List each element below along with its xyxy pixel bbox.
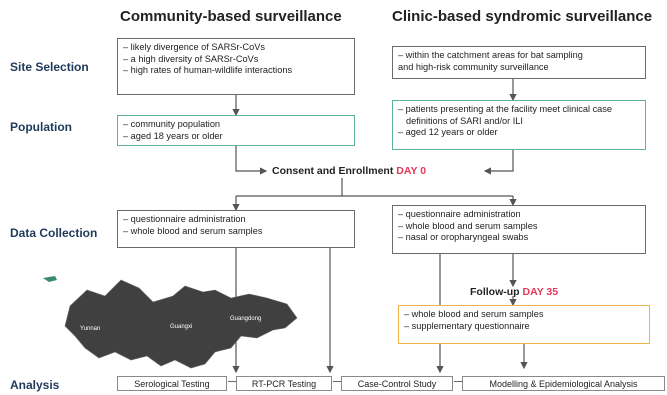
consent-day: DAY 0 (396, 165, 427, 177)
community-site-box: – likely divergence of SARSr-CoVs – a hi… (117, 38, 355, 95)
analysis-divider (333, 381, 341, 382)
analysis-case-control-study: Case-Control Study (341, 376, 453, 391)
followup-day: DAY 35 (522, 286, 559, 298)
list-item: – likely divergence of SARSr-CoVs (123, 42, 265, 52)
clinic-site-box: – within the catchment areas for bat sam… (392, 46, 646, 79)
consent-enrollment-label: Consent and Enrollment DAY 0 (272, 165, 426, 177)
list-item: – whole blood and serum samples (404, 309, 544, 319)
row-label-data-collection: Data Collection (10, 226, 98, 240)
region-map: Yunnan Guangxi Guangdong (43, 276, 298, 369)
clinic-population-box: – patients presenting at the facility me… (392, 100, 646, 150)
list-item: – whole blood and serum samples (398, 220, 538, 231)
list-item: – questionnaire administration (398, 209, 521, 219)
list-item: – a high diversity of SARSr-CoVs (123, 53, 259, 64)
analysis-divider (228, 381, 236, 382)
list-item: – aged 18 years or older (123, 130, 223, 141)
list-item: and high-risk community surveillance (398, 61, 549, 72)
list-item: – high rates of human-wildlife interacti… (123, 65, 293, 75)
analysis-rt-pcr-testing: RT-PCR Testing (236, 376, 332, 391)
community-column-title: Community-based surveillance (120, 8, 342, 25)
clinic-collection-box: – questionnaire administration – whole b… (392, 205, 646, 254)
analysis-divider (454, 381, 462, 382)
clinic-column-title: Clinic-based syndromic surveillance (392, 8, 653, 25)
followup-box: – whole blood and serum samples – supple… (398, 305, 650, 344)
map-label-guangxi: Guangxi (170, 324, 192, 330)
list-item: – patients presenting at the facility me… (398, 104, 612, 126)
row-label-site-selection: Site Selection (10, 60, 89, 74)
list-item: – supplementary questionnaire (404, 320, 530, 331)
row-label-population: Population (10, 120, 72, 134)
list-item: – within the catchment areas for bat sam… (398, 50, 583, 60)
community-collection-box: – questionnaire administration – whole b… (117, 210, 355, 248)
list-item: – aged 12 years or older (398, 127, 498, 137)
consent-text: Consent and Enrollment (272, 165, 394, 177)
map-label-yunnan: Yunnan (80, 326, 100, 332)
analysis-serological-testing: Serological Testing (117, 376, 227, 391)
list-item: – questionnaire administration (123, 214, 246, 224)
analysis-modelling-epidemiological: Modelling & Epidemiological Analysis (462, 376, 665, 391)
map-label-guangdong: Guangdong (230, 316, 261, 322)
followup-label: Follow-up DAY 35 (470, 286, 558, 298)
list-item: – community population (123, 119, 221, 129)
followup-text: Follow-up (470, 286, 520, 298)
list-item: – nasal or oropharyngeal swabs (398, 232, 529, 242)
community-population-box: – community population – aged 18 years o… (117, 115, 355, 146)
list-item: – whole blood and serum samples (123, 225, 263, 236)
row-label-analysis: Analysis (10, 378, 60, 392)
